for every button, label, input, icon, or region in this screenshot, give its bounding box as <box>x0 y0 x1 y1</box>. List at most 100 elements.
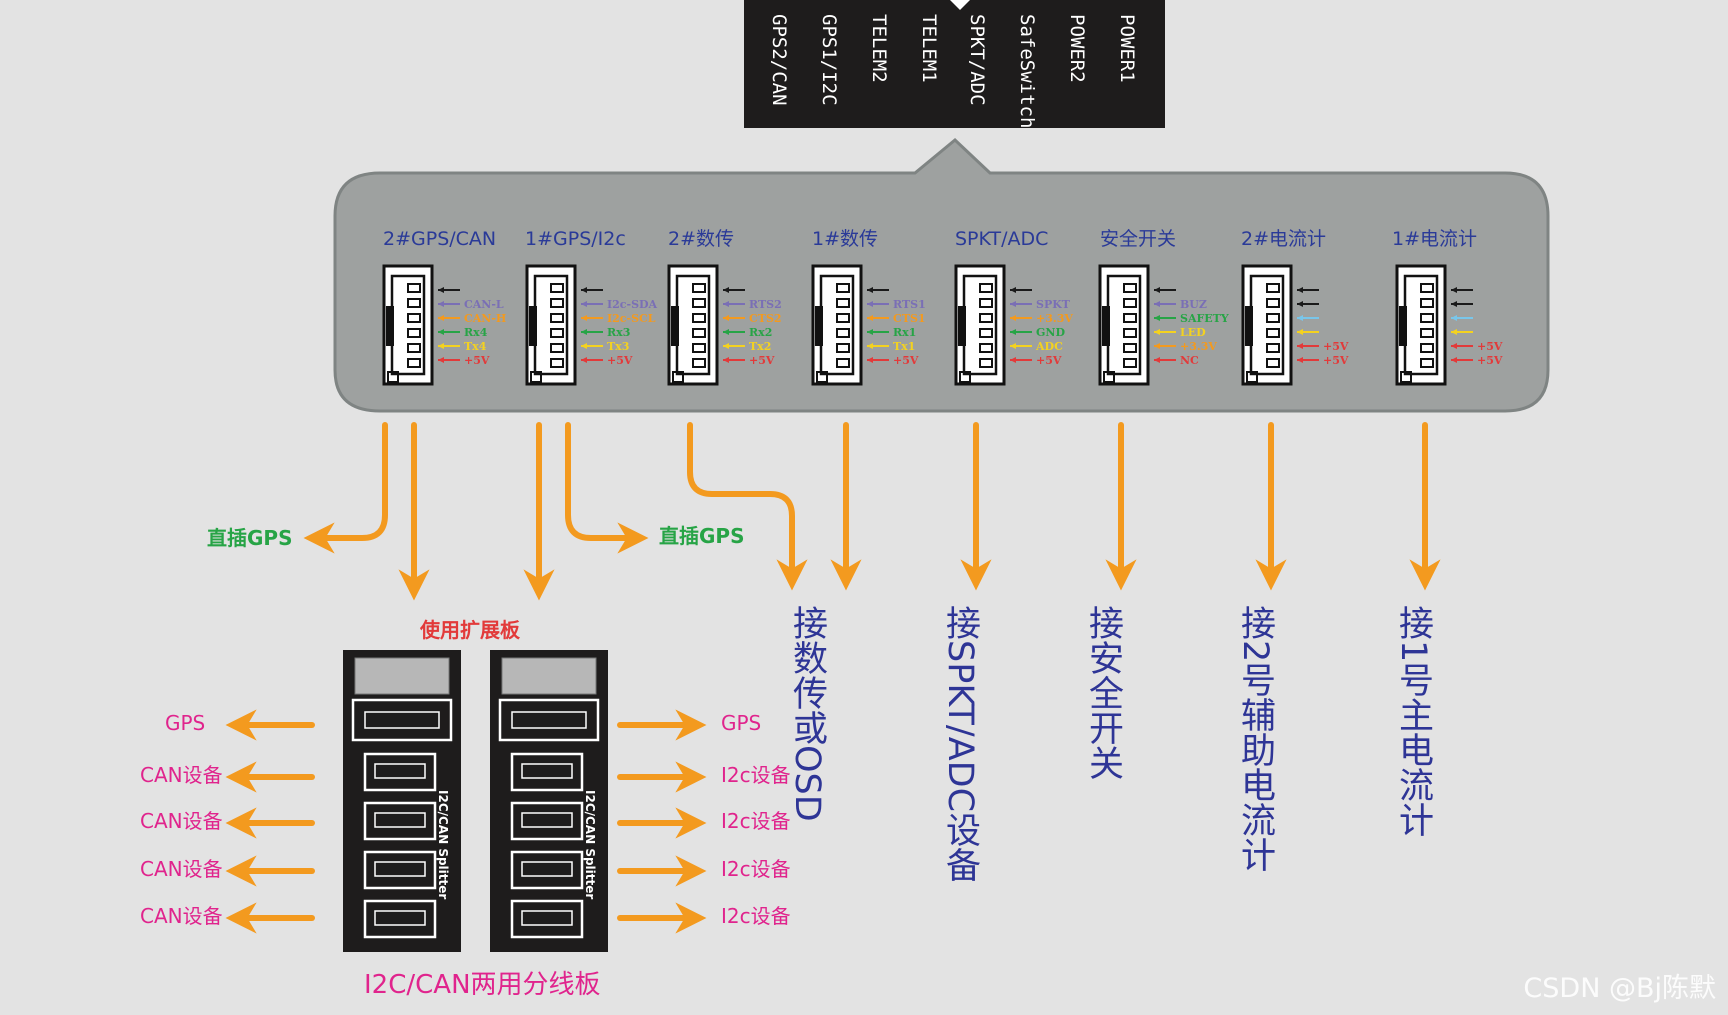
pin-label: Rx3 <box>607 326 630 339</box>
pin-label: +5V <box>1477 340 1503 353</box>
arrow-direct-gps-right <box>565 422 649 554</box>
port-title: 安全开关 <box>1100 228 1177 250</box>
splitter-port <box>363 899 437 939</box>
pin-label: CTS1 <box>893 312 926 325</box>
pin-wire-tip <box>723 301 729 307</box>
pin-label: +5V <box>749 354 775 367</box>
pin-wire-tip <box>438 315 444 321</box>
pin-wire-tip <box>867 329 873 335</box>
connector-pin <box>550 283 564 293</box>
pin-label: GND <box>1036 326 1065 339</box>
splitter-port <box>510 899 584 939</box>
pin-wire-tip <box>1451 287 1457 293</box>
connector-pin <box>692 283 706 293</box>
splitter-port-slot <box>374 812 426 828</box>
pin-wire-tip <box>1297 343 1303 349</box>
pin-label: Tx1 <box>893 340 915 353</box>
pin-label: Tx2 <box>749 340 771 353</box>
connector-pin <box>979 358 993 368</box>
port-title: SPKT/ADC <box>955 228 1049 250</box>
connector-pin <box>550 313 564 323</box>
connector-pin <box>1420 328 1434 338</box>
connector-pin <box>550 343 564 353</box>
connector-pin <box>1266 283 1280 293</box>
left-output-label: GPS <box>165 711 206 735</box>
connector-key <box>387 371 399 383</box>
pin-label: Tx3 <box>607 340 629 353</box>
pin-label: +5V <box>1036 354 1062 367</box>
pin-label: +5V <box>1323 340 1349 353</box>
pin-wire-tip <box>723 329 729 335</box>
pin-wire-tip <box>1297 329 1303 335</box>
top-bar-label: GPS2/CAN <box>768 14 790 106</box>
pin-label: BUZ <box>1180 298 1207 311</box>
pin-wire-tip <box>1154 315 1160 321</box>
connector-latch <box>529 306 537 346</box>
top-bar-label: TELEM2 <box>868 14 890 83</box>
splitter-port <box>510 801 584 841</box>
right-output-label: GPS <box>721 711 762 735</box>
port-title: 2#数传 <box>668 228 735 250</box>
connector-pin <box>1420 343 1434 353</box>
pin-label: CAN-L <box>464 298 504 311</box>
pin-wire-tip <box>1010 315 1016 321</box>
connector-pin <box>1266 298 1280 308</box>
pin-label: I2c-SCL <box>607 312 656 325</box>
pin-wire-tip <box>1451 357 1457 363</box>
connector-pin <box>1420 283 1434 293</box>
connector-latch <box>958 306 966 346</box>
connector-pin <box>1123 313 1137 323</box>
pin-wire-tip <box>867 357 873 363</box>
pin-label: +5V <box>1323 354 1349 367</box>
connector-latch <box>671 306 679 346</box>
pin-wire-tip <box>1154 287 1160 293</box>
pin-label: +5V <box>607 354 633 367</box>
pin-label: Rx2 <box>749 326 772 339</box>
pin-wire-tip <box>1451 343 1457 349</box>
pin-label: +5V <box>893 354 919 367</box>
connector-pin <box>1420 313 1434 323</box>
connector-pin <box>1266 328 1280 338</box>
connector-pin <box>1123 328 1137 338</box>
pin-wire-tip <box>1297 357 1303 363</box>
pin-wire-tip <box>581 329 587 335</box>
pin-label: ADC <box>1035 340 1063 353</box>
connector-pin <box>836 283 850 293</box>
connector-latch <box>386 306 394 346</box>
connector-pin <box>1123 343 1137 353</box>
connector-pin <box>407 358 421 368</box>
left-output-label: CAN设备 <box>140 809 223 833</box>
connector-pin <box>1123 283 1137 293</box>
csdn-watermark: CSDN @Bj陈默 <box>1523 973 1716 1004</box>
connector-pin <box>692 343 706 353</box>
pin-label: CTS2 <box>749 312 782 325</box>
pin-wire-tip <box>1010 357 1016 363</box>
pin-wire-tip <box>581 315 587 321</box>
connector-pin <box>1420 358 1434 368</box>
destination-label: 接安全开关 <box>1083 605 1123 780</box>
top-bar-label: TELEM1 <box>918 14 940 83</box>
pin-label: NC <box>1180 354 1199 367</box>
connector-pin <box>979 328 993 338</box>
splitter-main-connector <box>351 698 453 742</box>
connector-key <box>1246 371 1258 383</box>
right-output-label: I2c设备 <box>721 809 791 833</box>
splitter-main-slot <box>364 711 440 729</box>
pin-wire-tip <box>1297 315 1303 321</box>
splitter-port <box>363 752 437 792</box>
splitter-port-slot <box>374 861 426 877</box>
destination-label: 接SPKT/ADC设备 <box>940 605 980 883</box>
splitter-port <box>363 801 437 841</box>
port-title: 2#电流计 <box>1241 228 1327 250</box>
connector-pin <box>692 328 706 338</box>
port-panel <box>333 138 1550 413</box>
splitter-port <box>510 850 584 890</box>
pin-wire-tip <box>1010 343 1016 349</box>
connector-pin <box>407 298 421 308</box>
right-output-label: I2c设备 <box>721 763 791 787</box>
pin-wire-tip <box>723 343 729 349</box>
connector-latch <box>815 306 823 346</box>
connector-pin <box>692 358 706 368</box>
left-output-label: CAN设备 <box>140 904 223 928</box>
